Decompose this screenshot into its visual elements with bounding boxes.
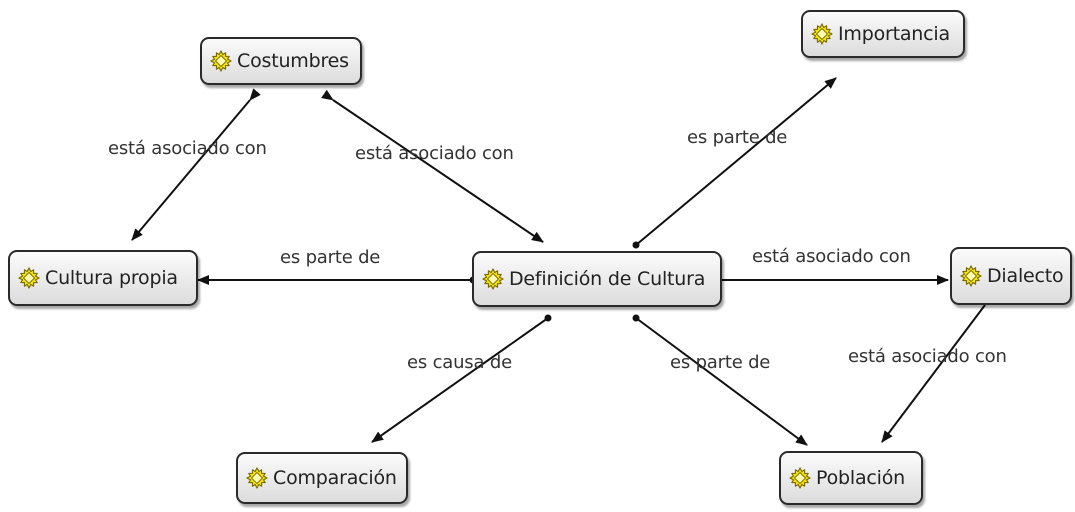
concept-node-comparacion[interactable]: Comparación [236,452,408,504]
concept-label: Importancia [838,23,950,45]
connector-origin-dot [632,314,640,322]
link-label-dialecto-poblacion: está asociado con [848,346,1007,367]
connector-definicion-poblacion [635,317,808,446]
concept-node-dialecto[interactable]: Dialecto [950,247,1072,305]
connector-origin-dot [632,241,640,249]
concept-label: Costumbres [237,50,349,72]
connector-definicion-importancia [635,77,837,246]
link-label-definicion-poblacion: es parte de [670,352,771,373]
concept-node-costumbres[interactable]: Costumbres [200,37,362,85]
link-label-costumbres-definicion: está asociado con [355,143,514,164]
link-label-definicion-importancia: es parte de [687,127,788,148]
connector-costumbres-definicion [321,89,544,243]
concept-label: Población [816,467,905,489]
concept-icon [789,467,811,489]
connector-origin-dot [544,314,552,322]
concept-node-definicion-de-cultura[interactable]: Definición de Cultura [472,251,722,307]
concept-icon [482,268,504,290]
concept-icon [960,265,982,287]
concept-label: Cultura propia [45,267,178,289]
concept-node-cultura-propia[interactable]: Cultura propia [8,250,198,306]
link-label-definicion-dialecto: está asociado con [752,246,911,267]
concept-icon [18,267,40,289]
link-label-costumbres-cultura: está asociado con [108,138,267,159]
concept-label: Comparación [273,467,397,489]
connector-costumbres-cultura-propia [131,88,261,241]
link-label-definicion-comparacion: es causa de [407,352,512,373]
concept-icon [246,467,268,489]
concept-label: Dialecto [987,265,1064,287]
concept-node-poblacion[interactable]: Población [779,451,923,505]
concept-icon [811,23,833,45]
connector-dialecto-poblacion [881,293,996,443]
connector-definicion-comparacion [371,317,549,443]
concept-node-importancia[interactable]: Importancia [801,10,965,58]
concept-label: Definición de Cultura [509,268,706,290]
link-label-definicion-cultura: es parte de [280,247,381,268]
concept-icon [210,50,232,72]
